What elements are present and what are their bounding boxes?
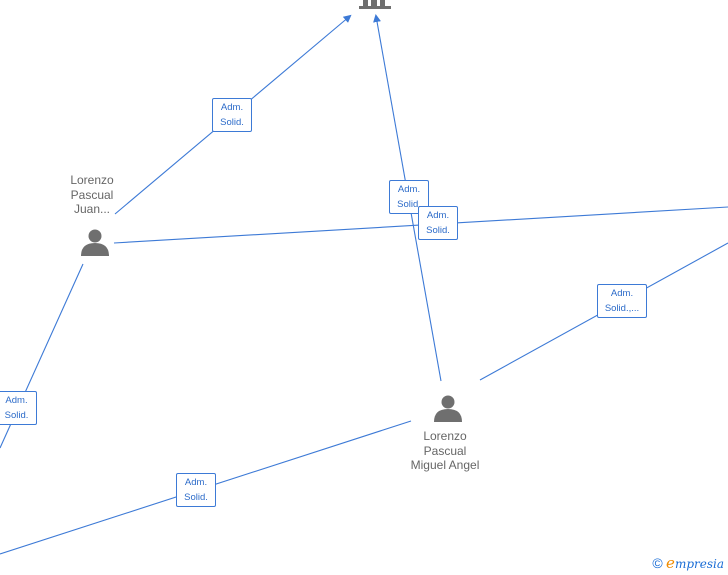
logo-text: mpresia (674, 557, 724, 571)
edge-label-left-to-company[interactable]: Adm. Solid. (212, 98, 252, 132)
person-name-center[interactable]: Lorenzo Pascual Miguel Angel (410, 429, 480, 472)
company-building-icon[interactable] (359, 0, 391, 9)
edge-label-center-to-right[interactable]: Adm. Solid.,... (597, 284, 647, 318)
person-icon[interactable] (81, 229, 109, 257)
edge-label-center-to-offscreen[interactable]: Adm. Solid. (176, 473, 216, 507)
person-icon[interactable] (434, 395, 462, 423)
copyright-symbol: © (652, 555, 663, 571)
empresia-logo[interactable]: © empresia (652, 554, 724, 572)
edge-label-left-to-right[interactable]: Adm. Solid. (418, 206, 458, 240)
person-name-left[interactable]: Lorenzo Pascual Juan... (70, 173, 114, 216)
edge-label-left-to-offscreen[interactable]: Adm. Solid. (0, 391, 37, 425)
logo-letter: e (666, 554, 675, 572)
